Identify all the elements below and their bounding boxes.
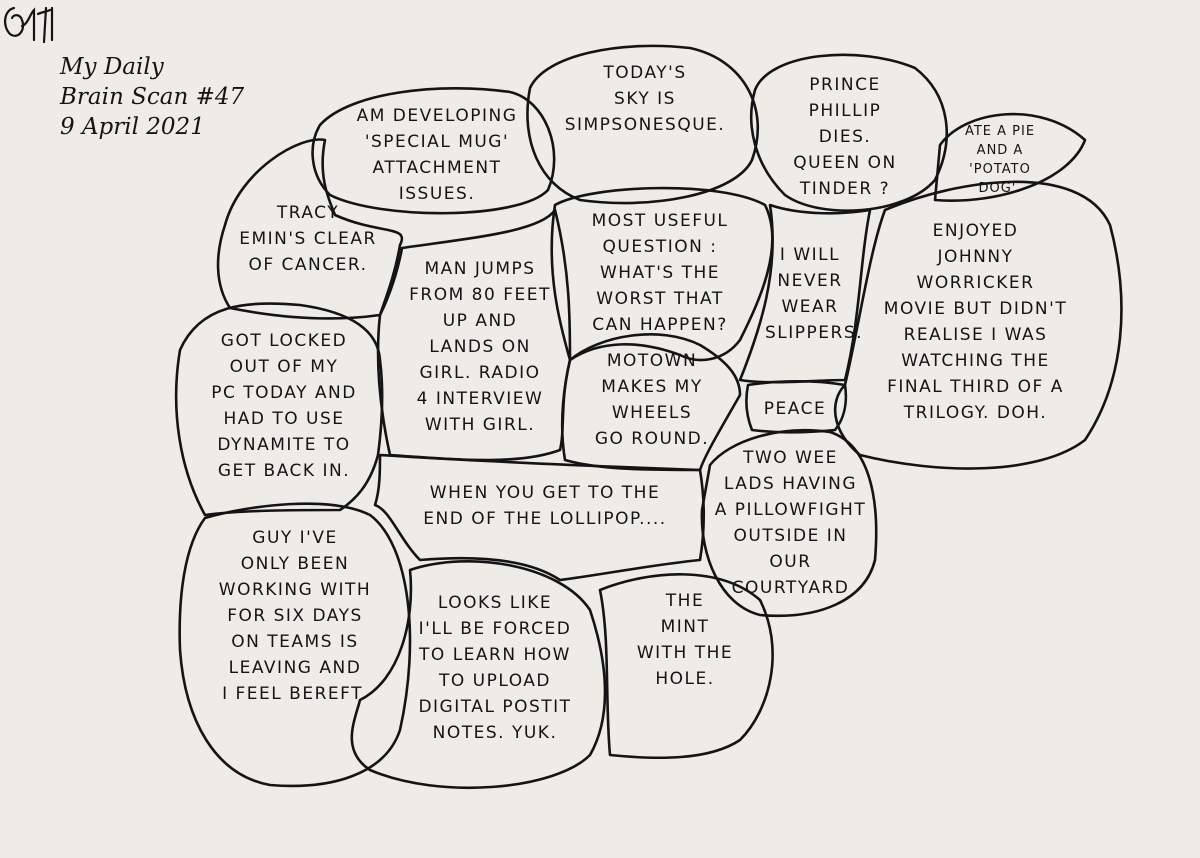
bubble-sky: Today's sky is Simpsonesque.: [564, 63, 726, 135]
bubble-outline-wee-lads: [700, 428, 878, 618]
bubble-slippers: I will never wear slippers.: [765, 245, 864, 343]
signature-icon: [4, 6, 54, 44]
bubble-useful-question: Most useful question : what's the worst …: [591, 211, 729, 335]
bubble-outline-sky: [526, 44, 760, 205]
heading-line-1: My Daily: [60, 54, 164, 80]
bubble-wee-lads: Two wee lads having a pillowfight outsid…: [714, 448, 867, 598]
bubble-postit: Looks like I'll be forced to learn how t…: [418, 593, 572, 743]
bubble-special-mug: Am developing 'Special mug' attachment i…: [356, 106, 518, 204]
bubble-peace: Peace: [763, 399, 827, 419]
bubble-outline-mint: [598, 573, 774, 760]
bubble-pie: Ate a pie and a 'Potato dog'.: [964, 124, 1036, 196]
bubble-lollipop: When you get to the end of the lollipop.…: [423, 483, 667, 529]
bubble-outline-pie: [933, 112, 1087, 202]
bubble-prince-phillip: Prince Phillip dies. Queen on Tinder ?: [793, 75, 897, 199]
bubble-outline-man-jumps: [376, 208, 572, 462]
bubble-mint: The mint with the hole.: [636, 591, 734, 689]
bubble-tracy-emin: Tracy Emin's clear of cancer.: [239, 203, 377, 275]
bubble-outline-lollipop: [373, 453, 706, 582]
bubble-outline-motown: [560, 333, 742, 472]
heading-line-2: Brain Scan #47: [60, 84, 245, 110]
bubble-outline-johnny: [833, 180, 1123, 470]
bubble-outline-peace: [745, 379, 848, 434]
bubble-man-jumps: Man jumps from 80 feet up and lands on g…: [409, 259, 551, 435]
bubble-outline-question: [550, 186, 774, 362]
bubble-outline-postit: [350, 560, 607, 789]
heading-date: 9 April 2021: [60, 114, 205, 140]
bubble-outline-prince: [749, 53, 948, 212]
page-heading: My Daily Brain Scan #47 9 April 2021: [60, 52, 270, 142]
bubble-guy-leaving: Guy I've only been working with for six …: [218, 528, 372, 704]
bubble-outline-guy: [178, 502, 412, 788]
bubble-motown: Motown makes my wheels go round.: [594, 351, 710, 449]
bubble-outline-locked: [174, 302, 384, 517]
bubble-johnny-worricker: Enjoyed Johnny Worricker movie but didn'…: [883, 221, 1068, 423]
bubble-locked-out: Got locked out of my PC today and had to…: [211, 331, 357, 481]
